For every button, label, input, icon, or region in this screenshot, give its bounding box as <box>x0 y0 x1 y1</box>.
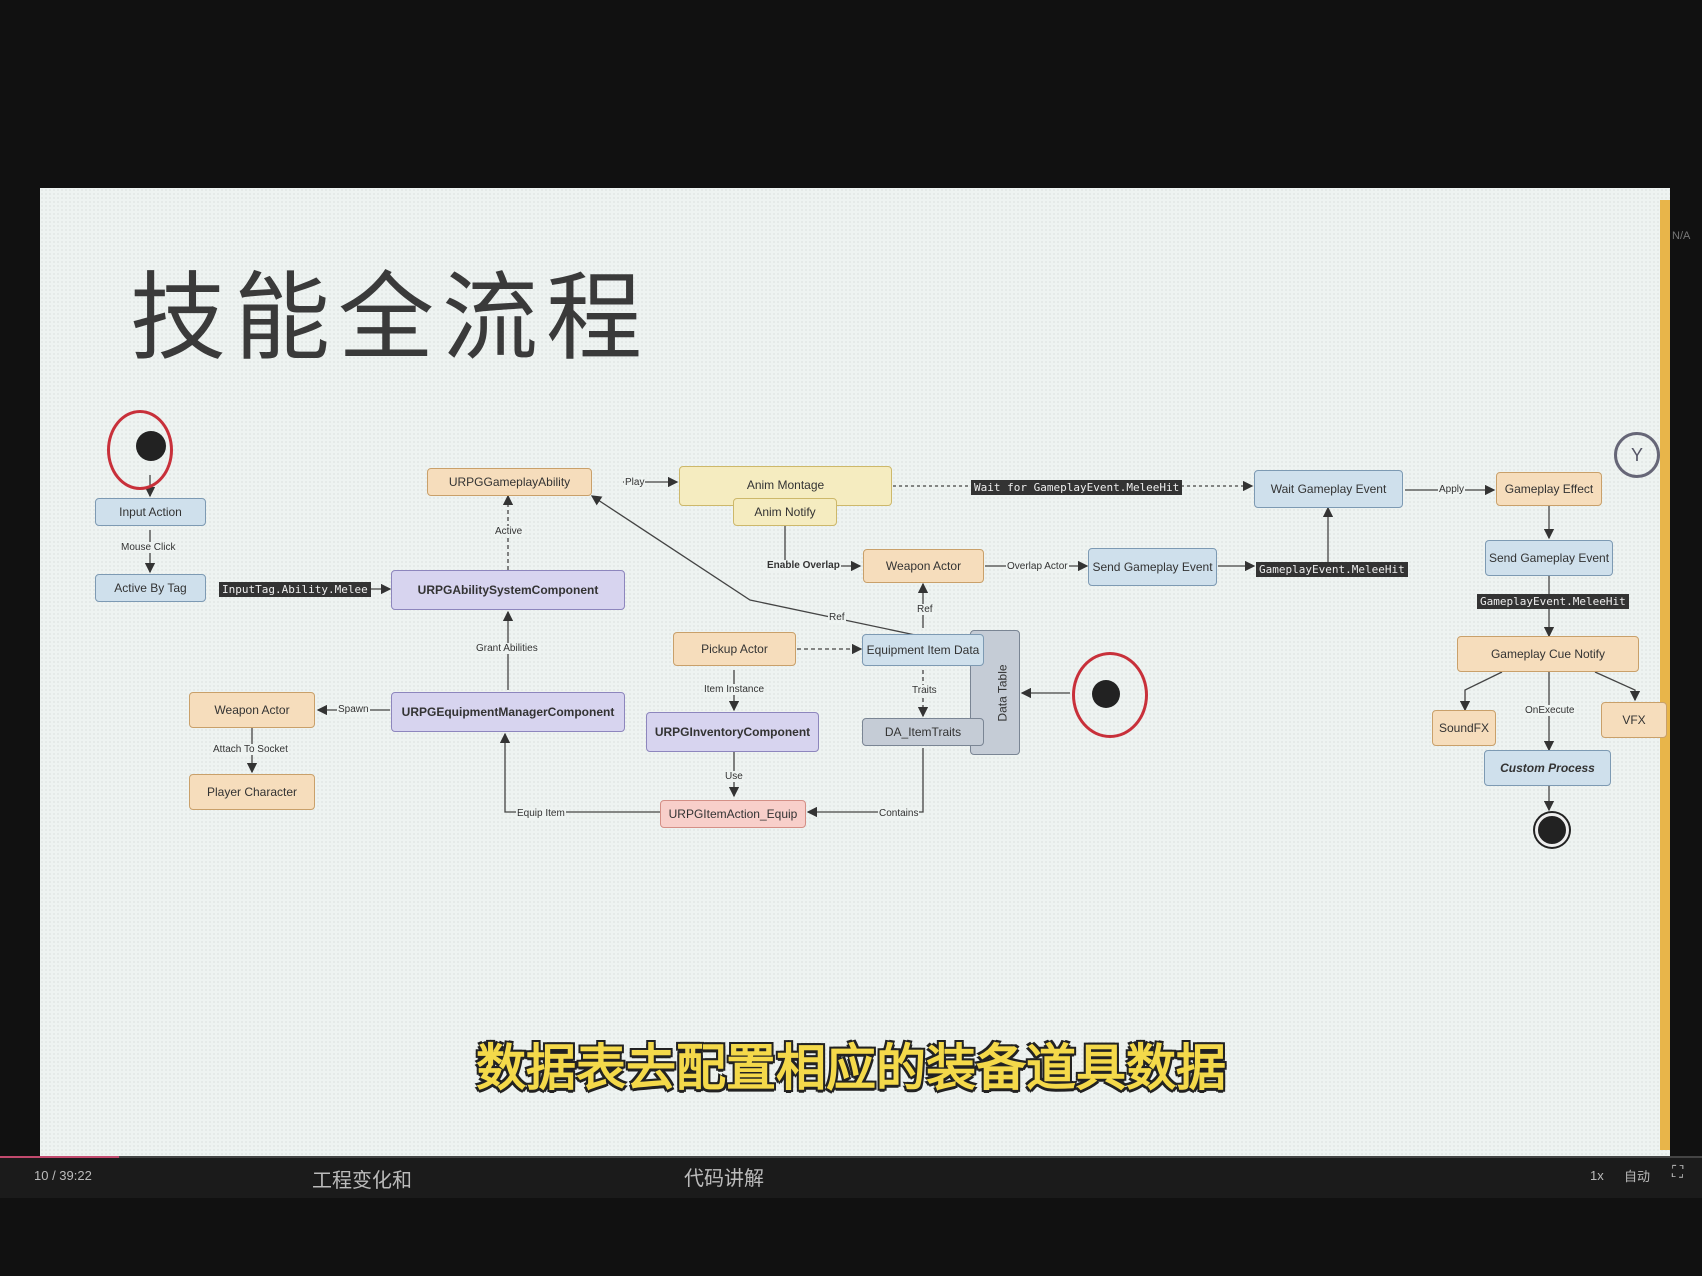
player-control-bar: 10 / 39:22 工程变化和 代码讲解 1x 自动 ⛶ <box>0 1158 1702 1198</box>
input-tag: InputTag.Ability.Melee <box>219 582 371 597</box>
app-logo-icon: Y <box>1614 432 1660 478</box>
inventory-component-node: URPGInventoryComponent <box>646 712 819 752</box>
chapter-marker-1[interactable]: 工程变化和 <box>312 1170 412 1192</box>
soundfx-node: SoundFX <box>1432 710 1496 746</box>
start-annotation-circle <box>107 410 173 490</box>
apply-label: Apply <box>1438 484 1466 495</box>
grant-abilities-label: Grant Abilities <box>475 643 539 654</box>
wait-for-tag: Wait for GameplayEvent.MeleeHit <box>971 480 1183 495</box>
attach-to-socket-label: Attach To Socket <box>212 744 289 755</box>
end-node <box>1535 813 1569 847</box>
use-label: Use <box>724 771 744 782</box>
active-by-tag-node: Active By Tag <box>95 574 206 602</box>
side-strip <box>1660 200 1670 1150</box>
weapon-actor-mid-node: Weapon Actor <box>863 549 984 583</box>
wait-gameplay-event-node: Wait Gameplay Event <box>1254 470 1403 508</box>
slide-title: 技能全流程 <box>130 262 650 374</box>
overlap-actor-label: Overlap Actor <box>1006 561 1069 572</box>
mouse-click-label: Mouse Click <box>120 542 177 553</box>
input-action-node: Input Action <box>95 498 206 526</box>
item-traits-node: DA_ItemTraits <box>862 718 984 746</box>
item-instance-label: Item Instance <box>703 684 766 695</box>
send-gameplay-event-mid-node: Send Gameplay Event <box>1088 548 1217 586</box>
pickup-actor-node: Pickup Actor <box>673 632 796 666</box>
gameplay-ability-node: URPGGameplayAbility <box>427 468 592 496</box>
subtitle-caption: 数据表去配置相应的装备道具数据 <box>476 1039 1226 1097</box>
ref-label-1: Ref <box>916 604 934 615</box>
corner-label: N/A <box>1672 230 1691 242</box>
equip-item-label: Equip Item <box>516 808 566 819</box>
fullscreen-icon[interactable]: ⛶ <box>1672 1164 1684 1181</box>
play-label: Play <box>624 477 646 488</box>
chapter-marker-2[interactable]: 代码讲解 <box>684 1168 764 1190</box>
contains-label: Contains <box>878 808 920 819</box>
traits-label: Traits <box>911 685 938 696</box>
quality-button[interactable]: 自动 <box>1624 1169 1651 1184</box>
start-node <box>136 431 166 461</box>
time-display: 10 / 39:22 <box>34 1168 92 1183</box>
item-action-equip-node: URPGItemAction_Equip <box>660 800 806 828</box>
equipment-item-data-node: Equipment Item Data <box>862 634 984 666</box>
on-execute-label: OnExecute <box>1524 705 1576 716</box>
ability-system-node: URPGAbilitySystemComponent <box>391 570 625 610</box>
custom-process-node: Custom Process <box>1484 750 1611 786</box>
gameplay-effect-node: Gameplay Effect <box>1496 472 1602 506</box>
vfx-node: VFX <box>1601 702 1667 738</box>
player-character-node: Player Character <box>189 774 315 810</box>
anim-notify-node: Anim Notify <box>733 498 837 526</box>
data-table-label: Data Table <box>996 663 1010 722</box>
data-table-source-node <box>1092 680 1120 708</box>
send-gameplay-event-right-node: Send Gameplay Event <box>1485 540 1613 576</box>
equipment-manager-node: URPGEquipmentManagerComponent <box>391 692 625 732</box>
gameplay-cue-notify-node: Gameplay Cue Notify <box>1457 636 1639 672</box>
melee-hit-tag-1: GameplayEvent.MeleeHit <box>1256 562 1408 577</box>
active-label: Active <box>494 526 524 537</box>
data-table-annotation-circle <box>1072 652 1148 738</box>
ref-label-2: Ref <box>828 612 846 623</box>
melee-hit-tag-2: GameplayEvent.MeleeHit <box>1477 594 1629 609</box>
enable-overlap-label: Enable Overlap <box>766 560 841 571</box>
speed-button[interactable]: 1x <box>1590 1168 1604 1183</box>
weapon-actor-left-node: Weapon Actor <box>189 692 315 728</box>
spawn-label: Spawn <box>337 704 370 715</box>
slide <box>40 188 1670 1158</box>
